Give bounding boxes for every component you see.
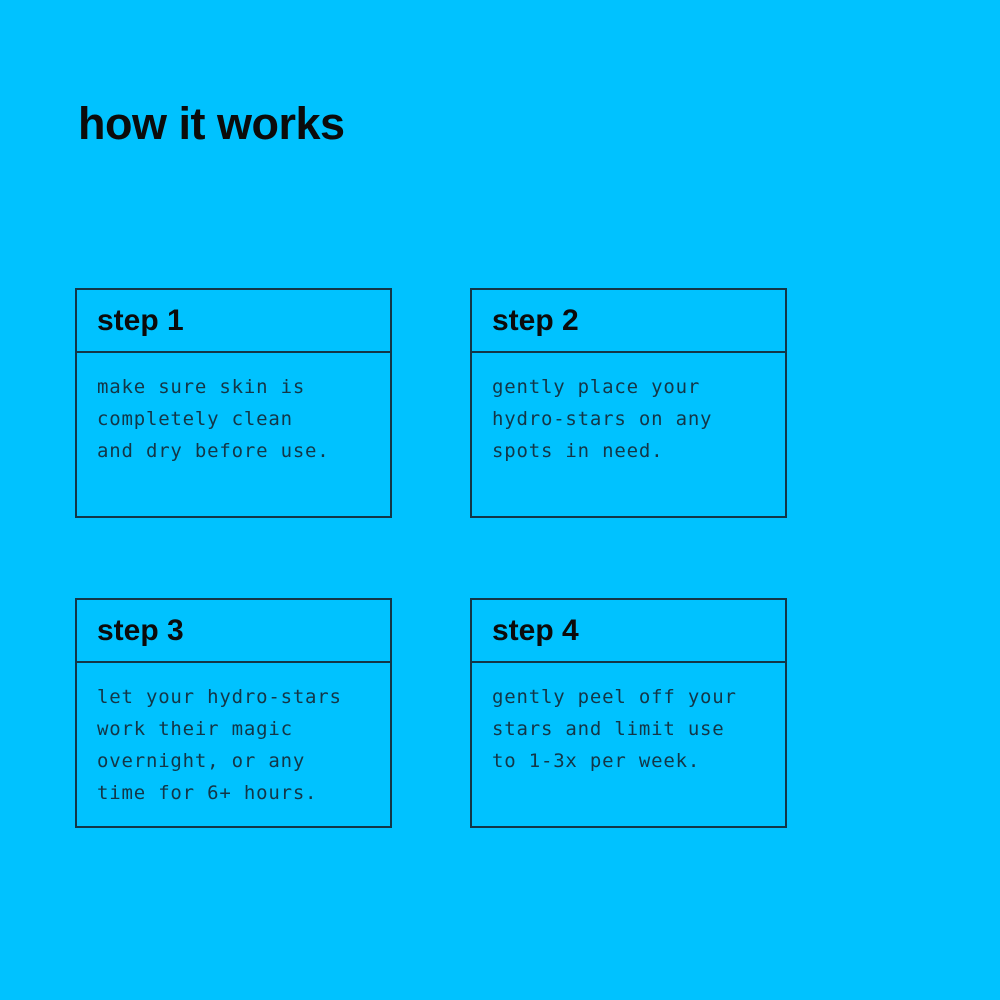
steps-grid: step 1 make sure skin is completely clea… xyxy=(75,288,787,828)
page-title: how it works xyxy=(78,98,345,149)
step-3-label: step 3 xyxy=(97,613,184,647)
step-4-label: step 4 xyxy=(492,613,579,647)
step-1-label: step 1 xyxy=(97,303,184,337)
step-card-3-header: step 3 xyxy=(77,600,390,663)
step-2-description: gently place your hydro-stars on any spo… xyxy=(492,376,713,462)
step-card-2: step 2 gently place your hydro-stars on … xyxy=(470,288,787,518)
step-card-1: step 1 make sure skin is completely clea… xyxy=(75,288,392,518)
step-card-3: step 3 let your hydro-stars work their m… xyxy=(75,598,392,828)
step-card-4-header: step 4 xyxy=(472,600,785,663)
step-2-label: step 2 xyxy=(492,303,579,337)
step-card-2-header: step 2 xyxy=(472,290,785,353)
step-4-description: gently peel off your stars and limit use… xyxy=(492,686,737,772)
step-card-1-header: step 1 xyxy=(77,290,390,353)
step-card-4: step 4 gently peel off your stars and li… xyxy=(470,598,787,828)
step-3-description: let your hydro-stars work their magic ov… xyxy=(97,686,342,804)
step-1-description: make sure skin is completely clean and d… xyxy=(97,376,330,462)
